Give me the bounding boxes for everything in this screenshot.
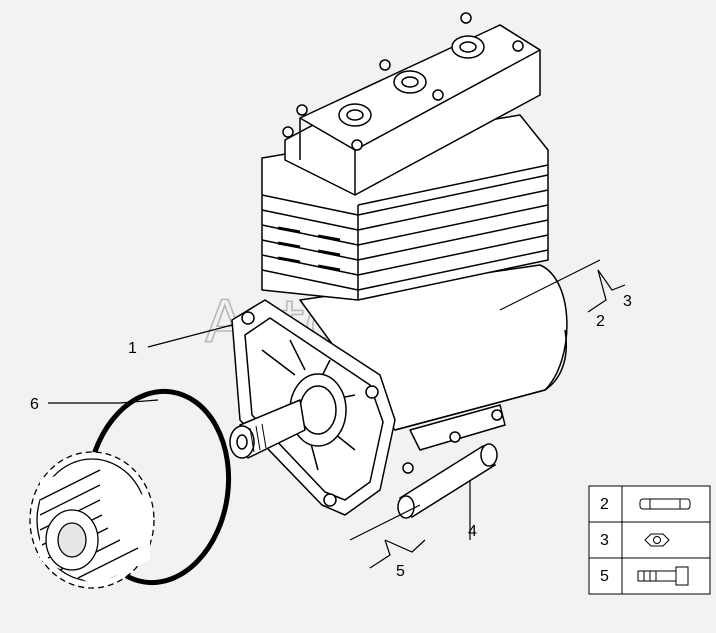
legend-number-5: 5 <box>600 568 609 585</box>
callout-6: 6 <box>30 396 39 413</box>
leader-lines <box>48 259 626 569</box>
pin-part[interactable] <box>397 443 498 519</box>
callout-1: 1 <box>128 340 137 357</box>
pin-icon <box>639 498 691 510</box>
callout-4: 4 <box>468 523 477 540</box>
compressor-assembly[interactable] <box>229 12 568 516</box>
legend-table: 2 3 5 <box>588 485 711 595</box>
callout-2: 2 <box>596 313 605 330</box>
legend-number-3: 3 <box>600 532 609 549</box>
callout-3: 3 <box>623 293 632 310</box>
legend-number-2: 2 <box>600 496 609 513</box>
nut-icon <box>644 533 670 547</box>
gear-part[interactable] <box>29 451 155 589</box>
bolt-icon <box>637 566 689 586</box>
callout-5: 5 <box>396 563 405 580</box>
